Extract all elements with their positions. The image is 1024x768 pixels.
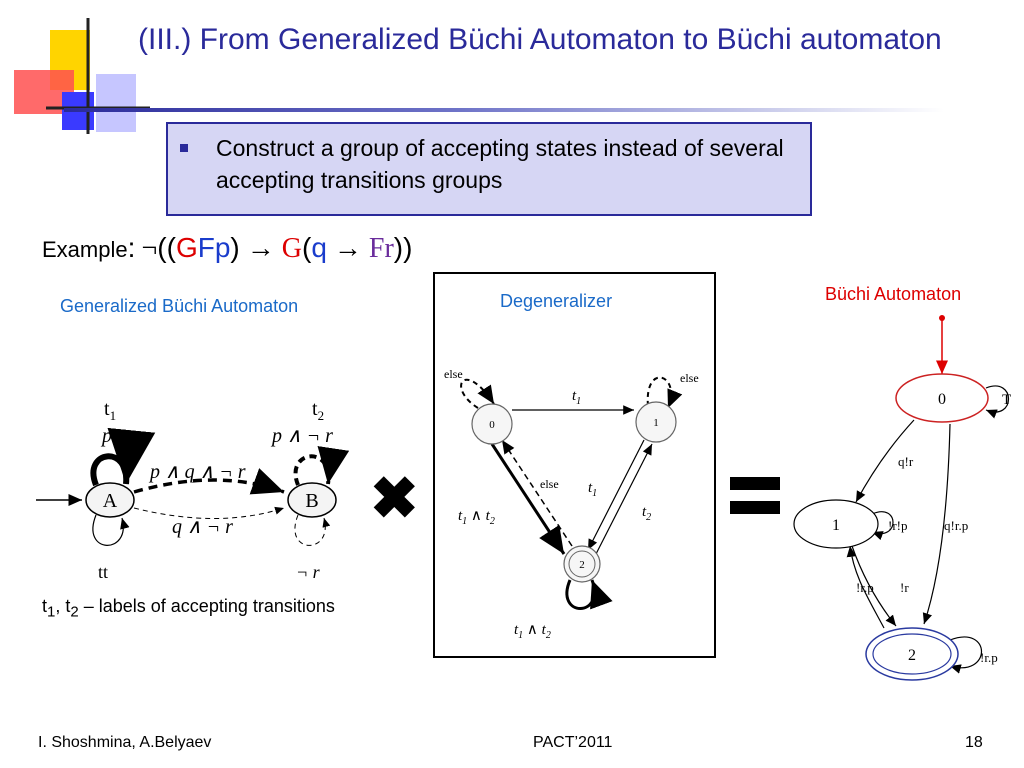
degeneralizer-frame bbox=[433, 272, 716, 658]
buchi-loop-1 bbox=[871, 511, 894, 541]
buchi-loop-2 bbox=[949, 636, 983, 674]
buchi-state-2-label: 2 bbox=[908, 647, 916, 664]
buchi-state-1-label: 1 bbox=[832, 517, 840, 534]
degen-state-0 bbox=[471, 403, 513, 445]
degen-state-1 bbox=[635, 401, 677, 443]
degen-state-2-label: 2 bbox=[579, 559, 585, 571]
gba-loop-b-top bbox=[293, 446, 350, 486]
footer-event: PACT’2011 bbox=[533, 734, 613, 751]
buchi-edge-01-label: q!r bbox=[898, 454, 914, 469]
degen-loop-0 bbox=[460, 378, 495, 409]
bullet-text: Construct a group of accepting states in… bbox=[216, 135, 784, 193]
buchi-initial-dot bbox=[939, 315, 945, 321]
degen-state-1-label: 1 bbox=[653, 417, 659, 429]
degen-loop-1 bbox=[646, 376, 683, 409]
footer-authors: I. Shoshmina, A.Belyaev bbox=[38, 734, 212, 751]
gba-state-a-label: A bbox=[103, 490, 118, 512]
gba-t1-label: t1 bbox=[104, 398, 116, 423]
footer-page-number: 18 bbox=[965, 734, 983, 751]
gba-state-a bbox=[85, 482, 135, 518]
buchi-diagram: T q!r !r!p q!r.p !r.p !r !r.p 0 1 2 bbox=[793, 315, 1011, 681]
degen-t1-label: t1 bbox=[572, 388, 581, 407]
gba-state-b bbox=[287, 482, 337, 518]
buchi-edge-02-label: q!r.p bbox=[944, 518, 968, 533]
buchi-state-1 bbox=[793, 499, 879, 549]
degen-loop-2 bbox=[565, 579, 613, 610]
example-formula: Example: ¬((GFp) → G(q → Fr)) bbox=[42, 232, 413, 264]
degeneralizer-diagram: else else else t1 t1 t2 t1 ∧ t2 t1 ∧ t2 … bbox=[444, 367, 699, 641]
degen-state-2-inner bbox=[568, 550, 596, 578]
gba-diagram: t1 t2 p p ∧ ¬ r p ∧ q ∧ ¬ r q ∧ ¬ r tt ¬… bbox=[36, 398, 350, 582]
gba-state-b-label: B bbox=[305, 490, 318, 512]
gba-loop-b-bottom-label: ¬ r bbox=[296, 562, 321, 582]
buchi-state-2 bbox=[872, 633, 952, 675]
equals-icon-bottom bbox=[730, 501, 780, 514]
bullet-square-icon bbox=[180, 144, 188, 152]
buchi-loop-1-label: !r!p bbox=[888, 518, 908, 533]
gba-edge-ab-bottom bbox=[133, 506, 285, 519]
degen-t1-and-t2-left-label: t1 ∧ t2 bbox=[458, 508, 495, 527]
buchi-state-0-label: 0 bbox=[938, 391, 946, 408]
example-label: Example bbox=[42, 237, 128, 262]
gba-loop-b-top-label: p ∧ ¬ r bbox=[270, 425, 333, 447]
times-icon: ✖ bbox=[370, 466, 419, 531]
gba-edge-ab-top-label: p ∧ q ∧ ¬ r bbox=[148, 461, 246, 483]
degen-edge-21 bbox=[595, 443, 653, 555]
buchi-edge-01 bbox=[855, 419, 915, 503]
buchi-edge-12 bbox=[851, 545, 897, 627]
buchi-edge-02 bbox=[922, 423, 951, 625]
buchi-loop-2-label: !r.p bbox=[980, 650, 998, 665]
degen-else-mid-label: else bbox=[540, 477, 559, 491]
title-underline bbox=[64, 108, 944, 112]
degen-else-right-label: else bbox=[680, 371, 699, 385]
degen-t1-and-t2-bottom-label: t1 ∧ t2 bbox=[514, 622, 551, 641]
degen-edge-12 bbox=[587, 439, 645, 551]
buchi-loop-0 bbox=[985, 385, 1009, 419]
buchi-loop-0-label: T bbox=[1002, 392, 1011, 408]
degen-edge-20 bbox=[501, 439, 573, 547]
bullet-box: Construct a group of accepting states in… bbox=[166, 122, 812, 216]
degen-edge-02 bbox=[490, 443, 566, 555]
buchi-heading: Büchi Automaton bbox=[825, 284, 962, 304]
gba-loop-a-top bbox=[90, 427, 156, 487]
slide-title: (III.) From Generalized Büchi Automaton … bbox=[138, 23, 942, 56]
buchi-edge-21-label: !r.p bbox=[856, 580, 874, 595]
degen-t2-label: t2 bbox=[642, 504, 651, 523]
degeneralizer-heading: Degeneralizer bbox=[500, 291, 613, 311]
buchi-edge-21 bbox=[846, 545, 885, 629]
gba-loop-a-top-label: p bbox=[100, 425, 112, 447]
corner-decoration bbox=[14, 18, 150, 134]
buchi-state-0 bbox=[895, 373, 989, 423]
gba-t2-label: t2 bbox=[312, 398, 324, 423]
equals-icon-top bbox=[730, 477, 780, 490]
gba-edge-ab-bottom-label: q ∧ ¬ r bbox=[172, 516, 233, 538]
gba-loop-a-bottom-label: tt bbox=[98, 562, 108, 582]
gba-loop-a-bottom bbox=[92, 514, 130, 546]
gba-heading: Generalized Büchi Automaton bbox=[60, 296, 299, 316]
degen-t1-right-label: t1 bbox=[588, 480, 597, 499]
accepting-transitions-caption: t1, t2 – labels of accepting transitions bbox=[42, 596, 335, 621]
degen-state-0-label: 0 bbox=[489, 419, 495, 431]
buchi-edge-12-label: !r bbox=[900, 580, 909, 595]
degen-else-left-label: else bbox=[444, 367, 463, 381]
gba-loop-b-bottom bbox=[294, 514, 331, 546]
gba-edge-ab-top bbox=[133, 468, 285, 495]
